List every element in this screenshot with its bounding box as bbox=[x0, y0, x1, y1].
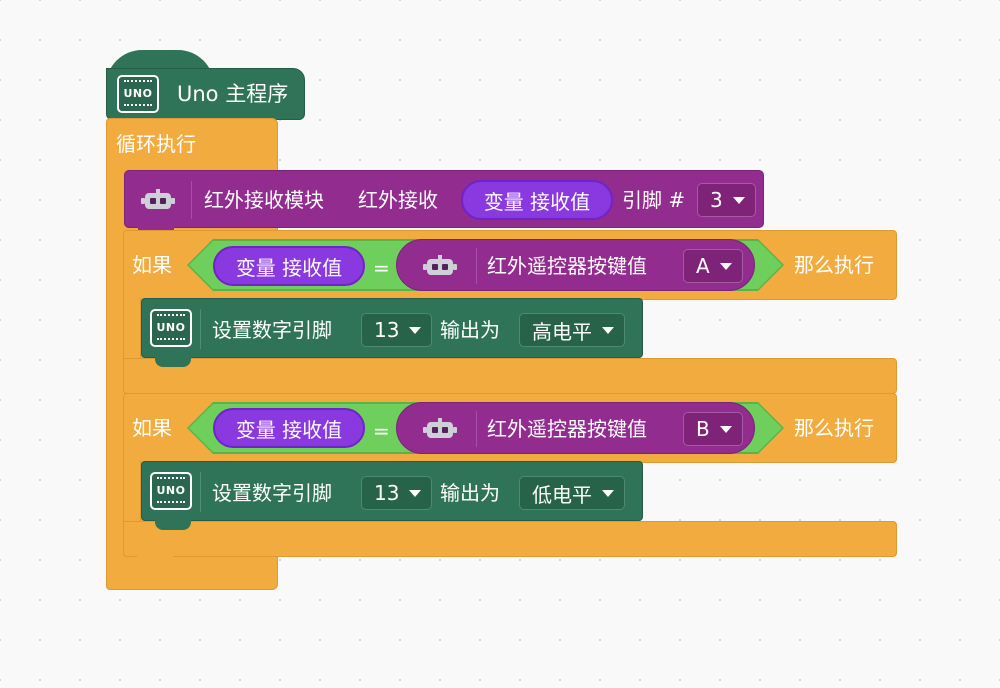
block-divider bbox=[200, 472, 201, 512]
uno-board-icon: UNO bbox=[150, 472, 192, 510]
ir-receive-block[interactable]: 红外接收模块 红外接收 变量 接收值 引脚 # 3 bbox=[124, 170, 764, 228]
pin-dropdown[interactable]: 3 bbox=[697, 183, 756, 217]
pin-number-dropdown[interactable]: 13 bbox=[361, 313, 433, 347]
output-label: 输出为 bbox=[440, 481, 500, 505]
block-divider bbox=[200, 309, 201, 349]
then-label: 那么执行 bbox=[794, 416, 874, 440]
if-block-1-footer bbox=[123, 358, 897, 394]
ir-action-label: 红外接收 bbox=[358, 188, 438, 212]
robot-icon bbox=[141, 189, 175, 211]
set-digital-pin-label: 设置数字引脚 bbox=[212, 318, 332, 342]
caret-down-icon bbox=[602, 489, 614, 497]
level-dropdown[interactable]: 高电平 bbox=[519, 313, 625, 347]
main-program-hat-block[interactable]: UNO Uno 主程序 bbox=[106, 68, 305, 120]
caret-down-icon bbox=[602, 326, 614, 334]
if-label: 如果 bbox=[132, 253, 172, 277]
if-block-2-footer bbox=[123, 521, 897, 557]
block-notch bbox=[155, 520, 191, 530]
block-divider bbox=[476, 411, 477, 447]
forever-loop-label: 循环执行 bbox=[116, 132, 196, 156]
then-label: 那么执行 bbox=[794, 253, 874, 277]
if-block-1-spine bbox=[123, 298, 141, 360]
main-program-title: Uno 主程序 bbox=[177, 82, 289, 106]
set-digital-pin-block[interactable]: UNO 设置数字引脚 13 输出为 低电平 bbox=[141, 461, 643, 521]
variable-receive-value[interactable]: 变量 接收值 bbox=[461, 180, 613, 220]
set-digital-pin-block[interactable]: UNO 设置数字引脚 13 输出为 高电平 bbox=[141, 298, 643, 358]
caret-down-icon bbox=[719, 262, 732, 270]
level-dropdown[interactable]: 低电平 bbox=[519, 476, 625, 510]
ir-remote-label: 红外遥控器按键值 bbox=[487, 254, 647, 278]
caret-down-icon bbox=[732, 196, 745, 204]
caret-down-icon bbox=[719, 425, 732, 433]
output-label: 输出为 bbox=[440, 318, 500, 342]
caret-down-icon bbox=[409, 326, 422, 334]
equals-operator: = bbox=[373, 419, 390, 443]
key-dropdown[interactable]: B bbox=[683, 412, 743, 446]
block-notch bbox=[137, 556, 173, 566]
variable-receive-value[interactable]: 变量 接收值 bbox=[213, 246, 365, 286]
ir-remote-key-block[interactable]: 红外遥控器按键值 B bbox=[396, 402, 755, 454]
if-label: 如果 bbox=[132, 416, 172, 440]
robot-icon bbox=[423, 255, 457, 277]
caret-down-icon bbox=[409, 489, 422, 497]
pin-label: 引脚 # bbox=[622, 188, 686, 212]
if-block-2-spine bbox=[123, 461, 141, 523]
set-digital-pin-label: 设置数字引脚 bbox=[212, 481, 332, 505]
pin-number-dropdown[interactable]: 13 bbox=[361, 476, 433, 510]
ir-remote-key-block[interactable]: 红外遥控器按键值 A bbox=[396, 239, 755, 291]
key-dropdown[interactable]: A bbox=[683, 249, 743, 283]
uno-board-icon: UNO bbox=[117, 75, 159, 113]
block-divider bbox=[476, 248, 477, 284]
ir-module-label: 红外接收模块 bbox=[204, 188, 324, 212]
uno-board-icon: UNO bbox=[150, 309, 192, 347]
robot-icon bbox=[423, 418, 457, 440]
ir-remote-label: 红外遥控器按键值 bbox=[487, 417, 647, 441]
equals-operator: = bbox=[373, 256, 390, 280]
block-notch bbox=[155, 357, 191, 367]
variable-receive-value[interactable]: 变量 接收值 bbox=[213, 408, 365, 448]
block-divider bbox=[191, 181, 192, 219]
